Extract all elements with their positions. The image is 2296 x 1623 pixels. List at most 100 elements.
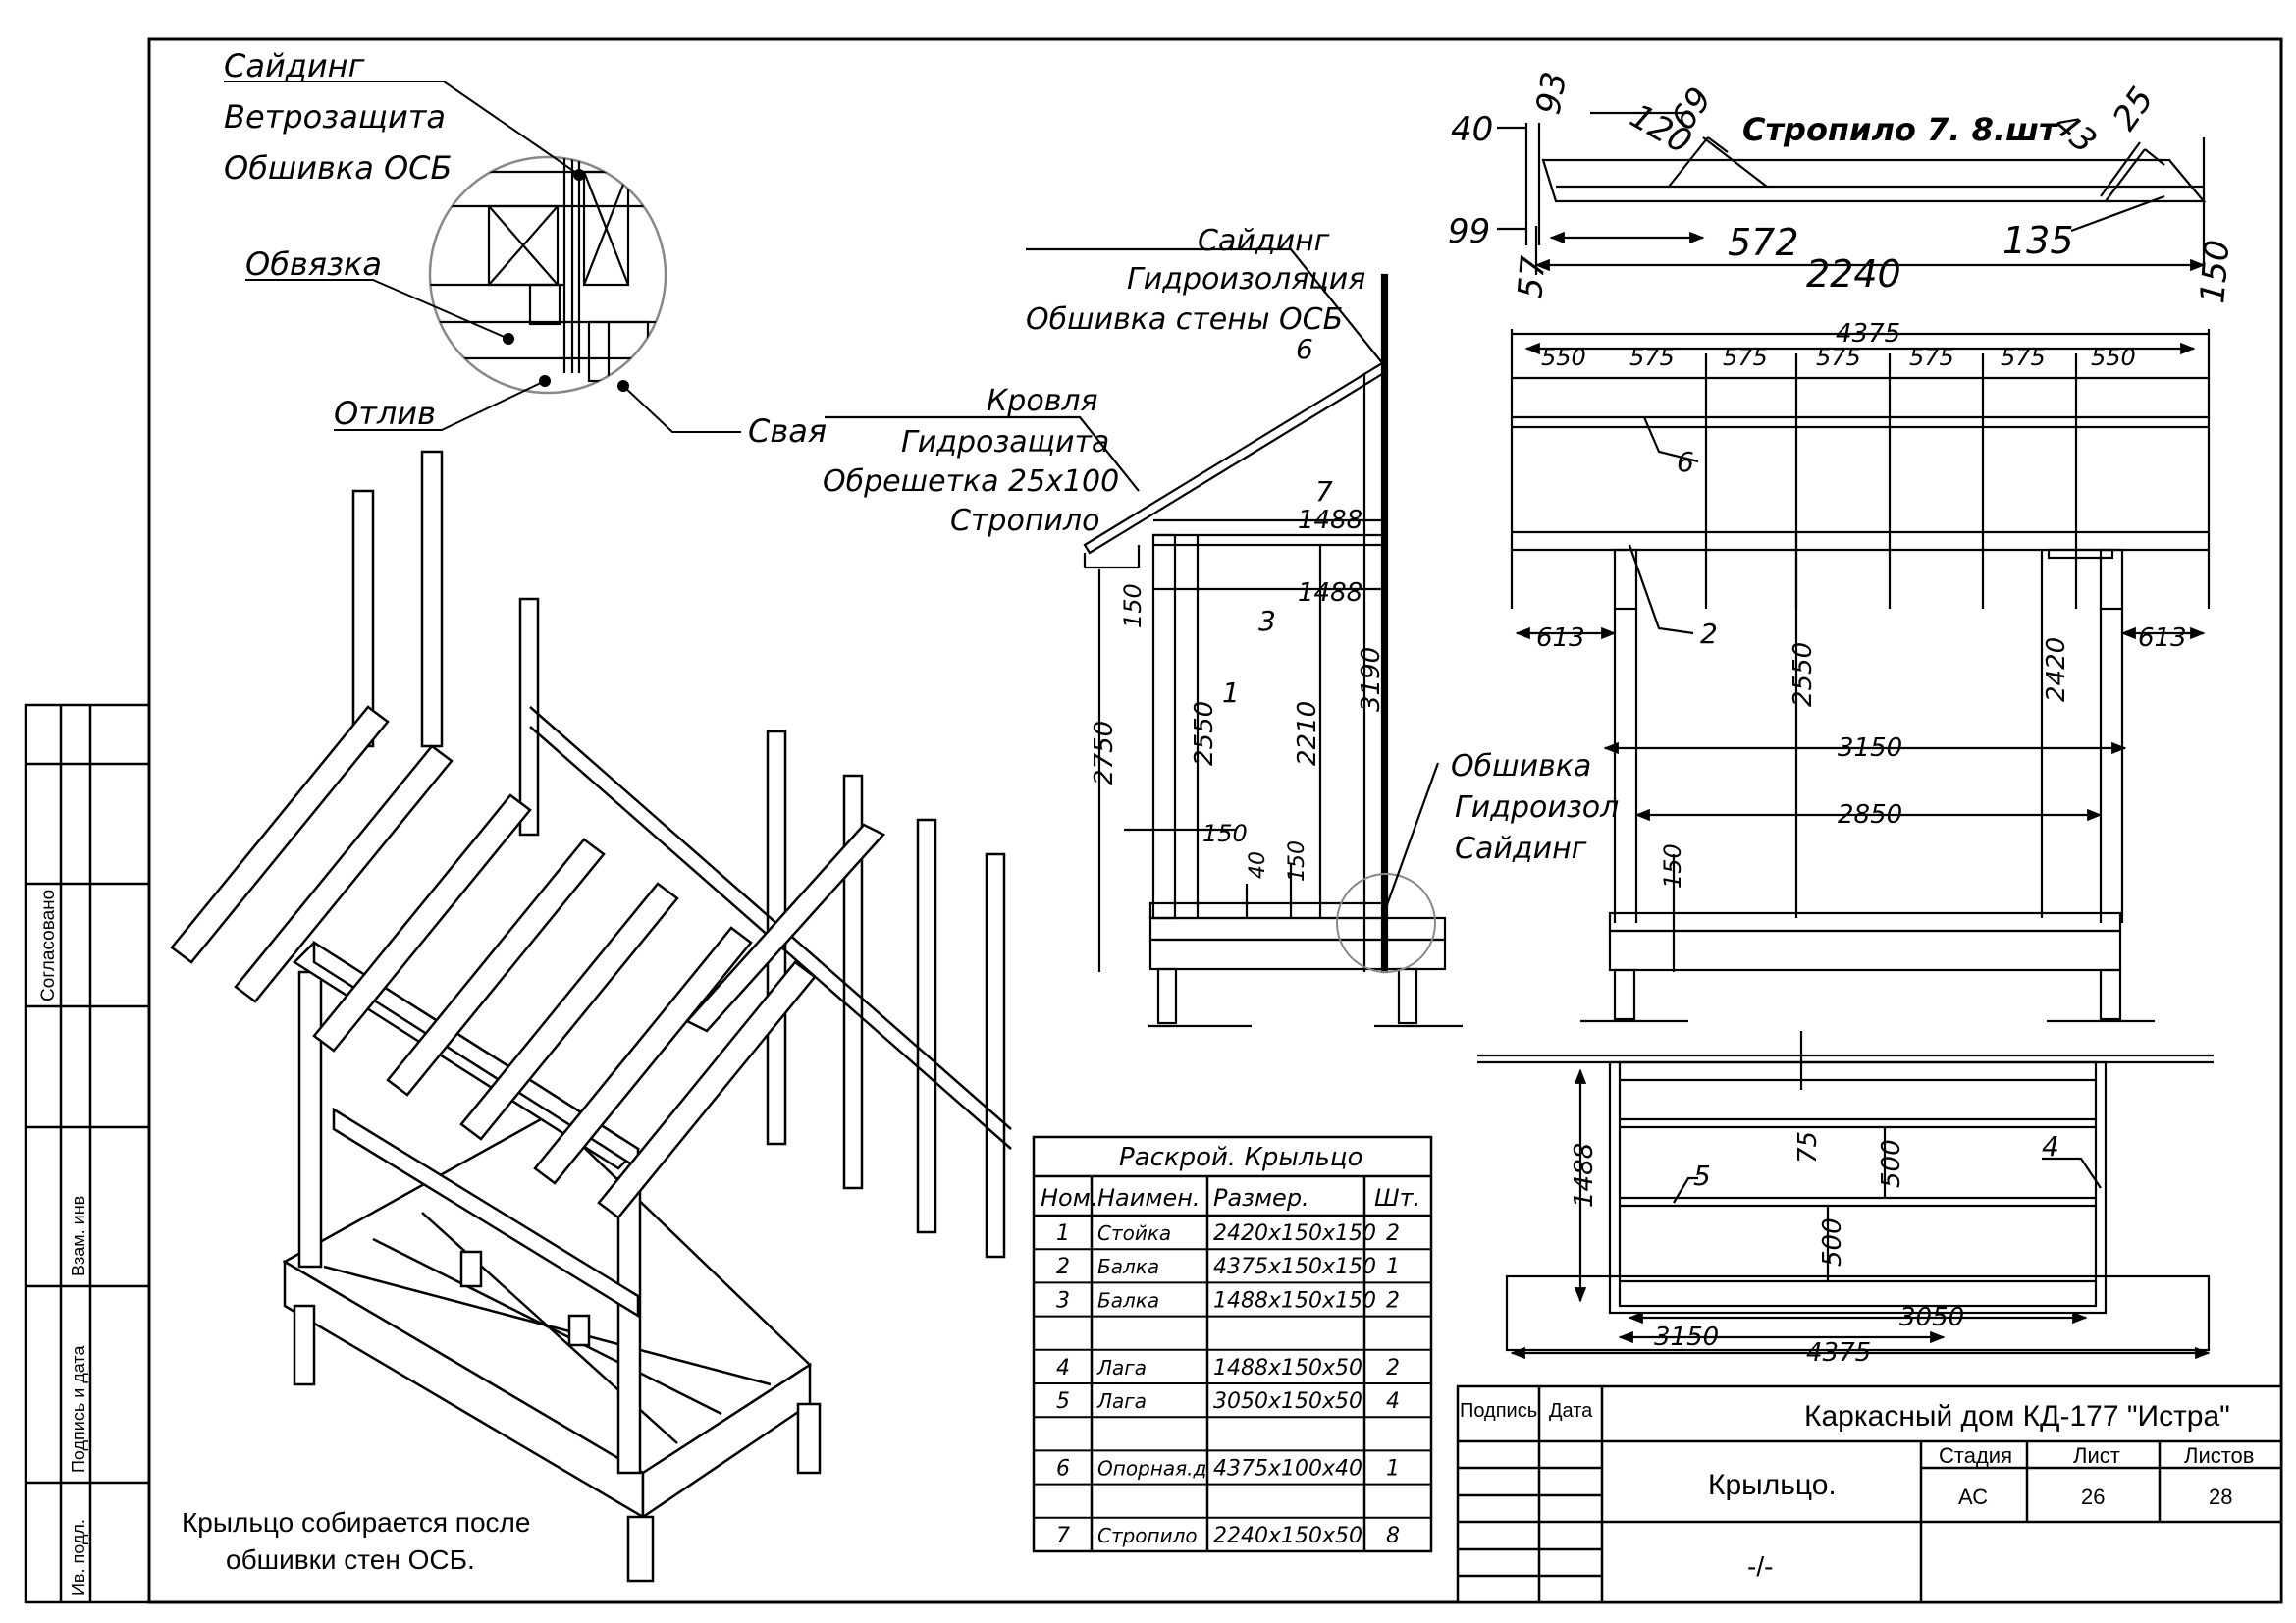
sec-roofing: Кровля xyxy=(987,384,1098,418)
sec-d1488b: 1488 xyxy=(1298,578,1362,608)
front-d613r: 613 xyxy=(2138,623,2187,653)
side-section xyxy=(825,247,1463,1028)
rafter-detail xyxy=(1497,111,2207,275)
tb-list-h: Лист xyxy=(2073,1443,2120,1468)
sec-d1488a: 1488 xyxy=(1298,506,1362,535)
rafter-d2240: 2240 xyxy=(1806,252,1901,296)
front-d2420: 2420 xyxy=(2042,637,2071,702)
front-d3150: 3150 xyxy=(1838,733,1902,763)
sec-d2750: 2750 xyxy=(1090,721,1119,785)
table-header-cell: Шт. xyxy=(1374,1184,1420,1212)
rafter-d57: 57 xyxy=(1511,254,1554,300)
front-mark-6: 6 xyxy=(1677,446,1694,478)
callout-siding: Сайдинг xyxy=(224,47,365,84)
sec-waterproofing: Гидроизоляция xyxy=(1127,262,1365,297)
tb-dash: -/- xyxy=(1747,1551,1773,1582)
table-header-cell: Размер. xyxy=(1213,1184,1309,1212)
callout-binding: Обвязка xyxy=(245,245,382,283)
tb-project: Каркасный дом КД-177 "Истра" xyxy=(1804,1400,2230,1433)
table-cell: 4375х100х40 xyxy=(1213,1456,1362,1481)
rafter-d99: 99 xyxy=(1448,212,1490,251)
table-cell: 1 xyxy=(1386,1255,1400,1279)
sec-mark-1: 1 xyxy=(1222,676,1240,709)
sec-d2210: 2210 xyxy=(1293,701,1322,766)
plan-mark-5: 5 xyxy=(1693,1160,1711,1192)
table-header-cell: Наимен. xyxy=(1097,1184,1201,1212)
table-cell: 2 xyxy=(1386,1356,1400,1380)
front-d2850: 2850 xyxy=(1838,800,1902,830)
sec-rafter: Стропило xyxy=(950,504,1099,538)
front-spacing-label: 575 xyxy=(1723,344,1768,371)
front-spacing-label: 575 xyxy=(1629,344,1675,371)
stamp-podpis-data: Подпись и дата xyxy=(69,1345,88,1473)
table-cell: Стойка xyxy=(1097,1221,1171,1245)
tb-sheet-name: Крыльцо. xyxy=(1708,1469,1837,1501)
sec-d40: 40 xyxy=(1246,851,1270,879)
front-view xyxy=(1510,329,2211,1023)
tb-listov: 28 xyxy=(2209,1485,2232,1509)
table-cell: 4 xyxy=(1056,1356,1070,1380)
table-cell: 4 xyxy=(1386,1389,1400,1414)
tb-listov-h: Листов xyxy=(2184,1443,2254,1468)
cut-table xyxy=(1032,1135,1433,1553)
table-cell: Опорная.д xyxy=(1097,1456,1206,1480)
sec-hydro-insul: Гидроизол xyxy=(1455,790,1619,825)
front-spacing-label: 575 xyxy=(1816,344,1861,371)
sec-d150c: 150 xyxy=(1285,840,1309,882)
rafter-d135: 135 xyxy=(2002,219,2074,262)
plan-d1488: 1488 xyxy=(1570,1143,1599,1208)
table-cell: 2 xyxy=(1056,1255,1070,1279)
side-stamp xyxy=(24,703,151,1604)
sec-d150a: 150 xyxy=(1119,583,1147,628)
sec-d3190: 3190 xyxy=(1357,647,1386,712)
table-cell: 2420х150х150 xyxy=(1213,1221,1376,1246)
front-d4375: 4375 xyxy=(1836,319,1900,349)
rafter-d572: 572 xyxy=(1728,221,1799,264)
sec-mark-6: 6 xyxy=(1296,333,1313,365)
table-cell: 5 xyxy=(1056,1389,1070,1414)
sec-siding2: Сайдинг xyxy=(1455,832,1587,866)
front-spacing-label: 550 xyxy=(2091,344,2136,371)
table-cell: 2 xyxy=(1386,1221,1400,1246)
plan-view xyxy=(1477,1031,2214,1360)
sec-wall-osb: Обшивка стены ОСБ xyxy=(1026,302,1343,337)
sec-siding: Сайдинг xyxy=(1198,224,1330,258)
table-cell: 7 xyxy=(1056,1524,1070,1548)
front-spacing-label: 550 xyxy=(1541,344,1586,371)
stamp-vzam-inv: Взам. инв xyxy=(69,1196,88,1276)
sec-d2550: 2550 xyxy=(1190,701,1219,766)
sec-battens: Обрешетка 25х100 xyxy=(823,464,1119,499)
table-cell: 8 xyxy=(1386,1524,1400,1548)
sec-d150b: 150 xyxy=(1202,820,1248,847)
rafter-d25: 25 xyxy=(2106,81,2163,137)
tb-podpis: Подпись xyxy=(1460,1400,1537,1422)
table-cell: 2240х150х50 xyxy=(1213,1524,1362,1548)
front-mark-2: 2 xyxy=(1700,618,1718,650)
plan-d75: 75 xyxy=(1793,1131,1823,1163)
table-cell: Лага xyxy=(1096,1389,1147,1413)
tb-stage-h: Стадия xyxy=(1939,1443,2012,1468)
isometric-rafters xyxy=(170,705,886,1219)
table-body: Ном.Наимен. Размер. Шт. 1 Стойка 2420х150х150… xyxy=(1034,1184,1431,1552)
detail-circle xyxy=(428,155,667,395)
stamp-inv-podl: Ив. подл. xyxy=(69,1519,88,1596)
callout-osb: Обшивка ОСБ xyxy=(224,149,452,187)
plan-d3150: 3150 xyxy=(1654,1323,1719,1352)
table-cell: 3050х150х50 xyxy=(1213,1389,1362,1414)
plan-d3050: 3050 xyxy=(1899,1303,1964,1332)
table-cell: Лага xyxy=(1096,1356,1147,1380)
table-cell: Балка xyxy=(1097,1288,1159,1312)
isometric-frame xyxy=(282,450,1012,1583)
plan-mark-4: 4 xyxy=(2042,1130,2059,1163)
table-header-cell: Ном. xyxy=(1041,1184,1097,1212)
table-cell: 1 xyxy=(1386,1456,1400,1481)
rafter-d150: 150 xyxy=(2193,239,2238,305)
table-cell: 6 xyxy=(1056,1456,1070,1481)
table-cell: Балка xyxy=(1097,1255,1159,1278)
tb-list: 26 xyxy=(2081,1485,2105,1509)
callout-pile: Свая xyxy=(748,412,827,450)
callout-windproof: Ветрозащита xyxy=(224,98,446,135)
plan-d500b: 500 xyxy=(1818,1217,1847,1267)
